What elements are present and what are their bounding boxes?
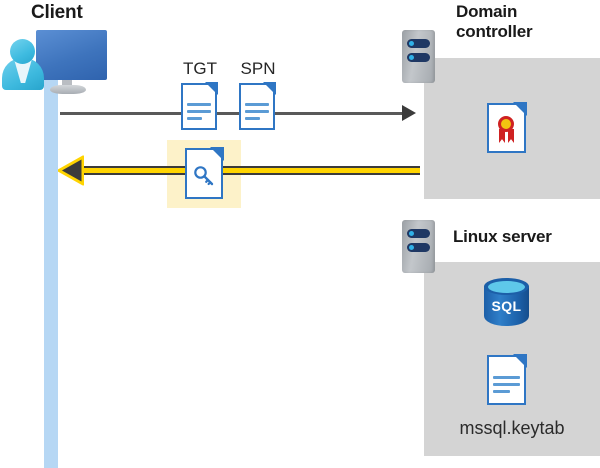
response-arrow-head-icon — [57, 155, 85, 186]
client-computer-icon — [0, 0, 120, 100]
user-head-icon — [10, 39, 35, 64]
sql-database-label: SQL — [491, 298, 522, 314]
tgt-document-icon — [181, 82, 218, 130]
client-lifeline — [44, 68, 58, 468]
response-arrow-line — [72, 166, 420, 175]
service-ticket-key-icon — [185, 147, 224, 199]
keytab-filename-label: mssql.keytab — [459, 418, 565, 438]
certificate-icon — [487, 102, 527, 153]
linux-server-server-icon — [402, 220, 435, 273]
domain-controller-title: Domain controller — [456, 2, 533, 42]
spn-label: SPN — [240, 59, 276, 78]
request-arrow-head-icon — [402, 105, 416, 121]
domain-controller-server-icon — [402, 30, 435, 83]
request-arrow-line — [60, 112, 405, 115]
linux-server-title: Linux server — [453, 227, 552, 246]
monitor-base-icon — [50, 85, 86, 94]
sql-database-icon: SQL — [484, 278, 529, 333]
spn-document-icon — [239, 82, 276, 130]
client-title: Client — [31, 2, 83, 23]
monitor-screen-icon — [36, 30, 107, 80]
tgt-label: TGT — [183, 59, 217, 78]
monitor-neck-icon — [62, 80, 72, 89]
keytab-document-icon — [487, 354, 527, 405]
